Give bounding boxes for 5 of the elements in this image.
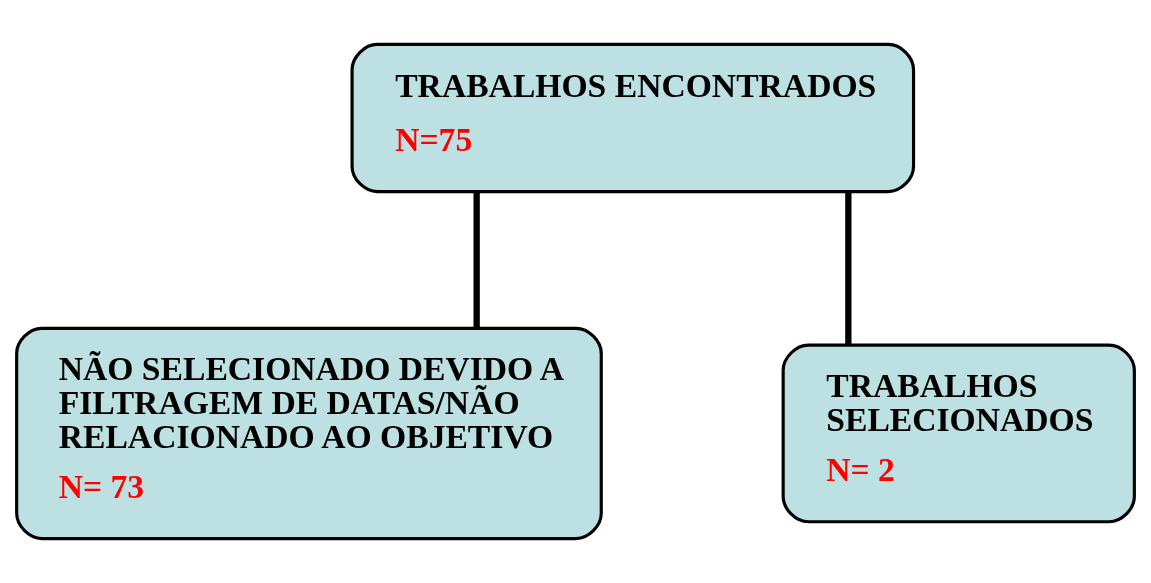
connector: [845, 191, 852, 345]
node-box: TRABALHOS SELECIONADOS N= 2: [781, 343, 1136, 524]
node-box: NÃO SELECIONADO DEVIDO A FILTRAGEM DE DATAS/NÃO RELACIONADO AO OBJETIVO N= 73: [15, 326, 603, 541]
node-box: TRABALHOS ENCONTRADOS N=75: [350, 42, 916, 194]
connector: [473, 191, 480, 328]
